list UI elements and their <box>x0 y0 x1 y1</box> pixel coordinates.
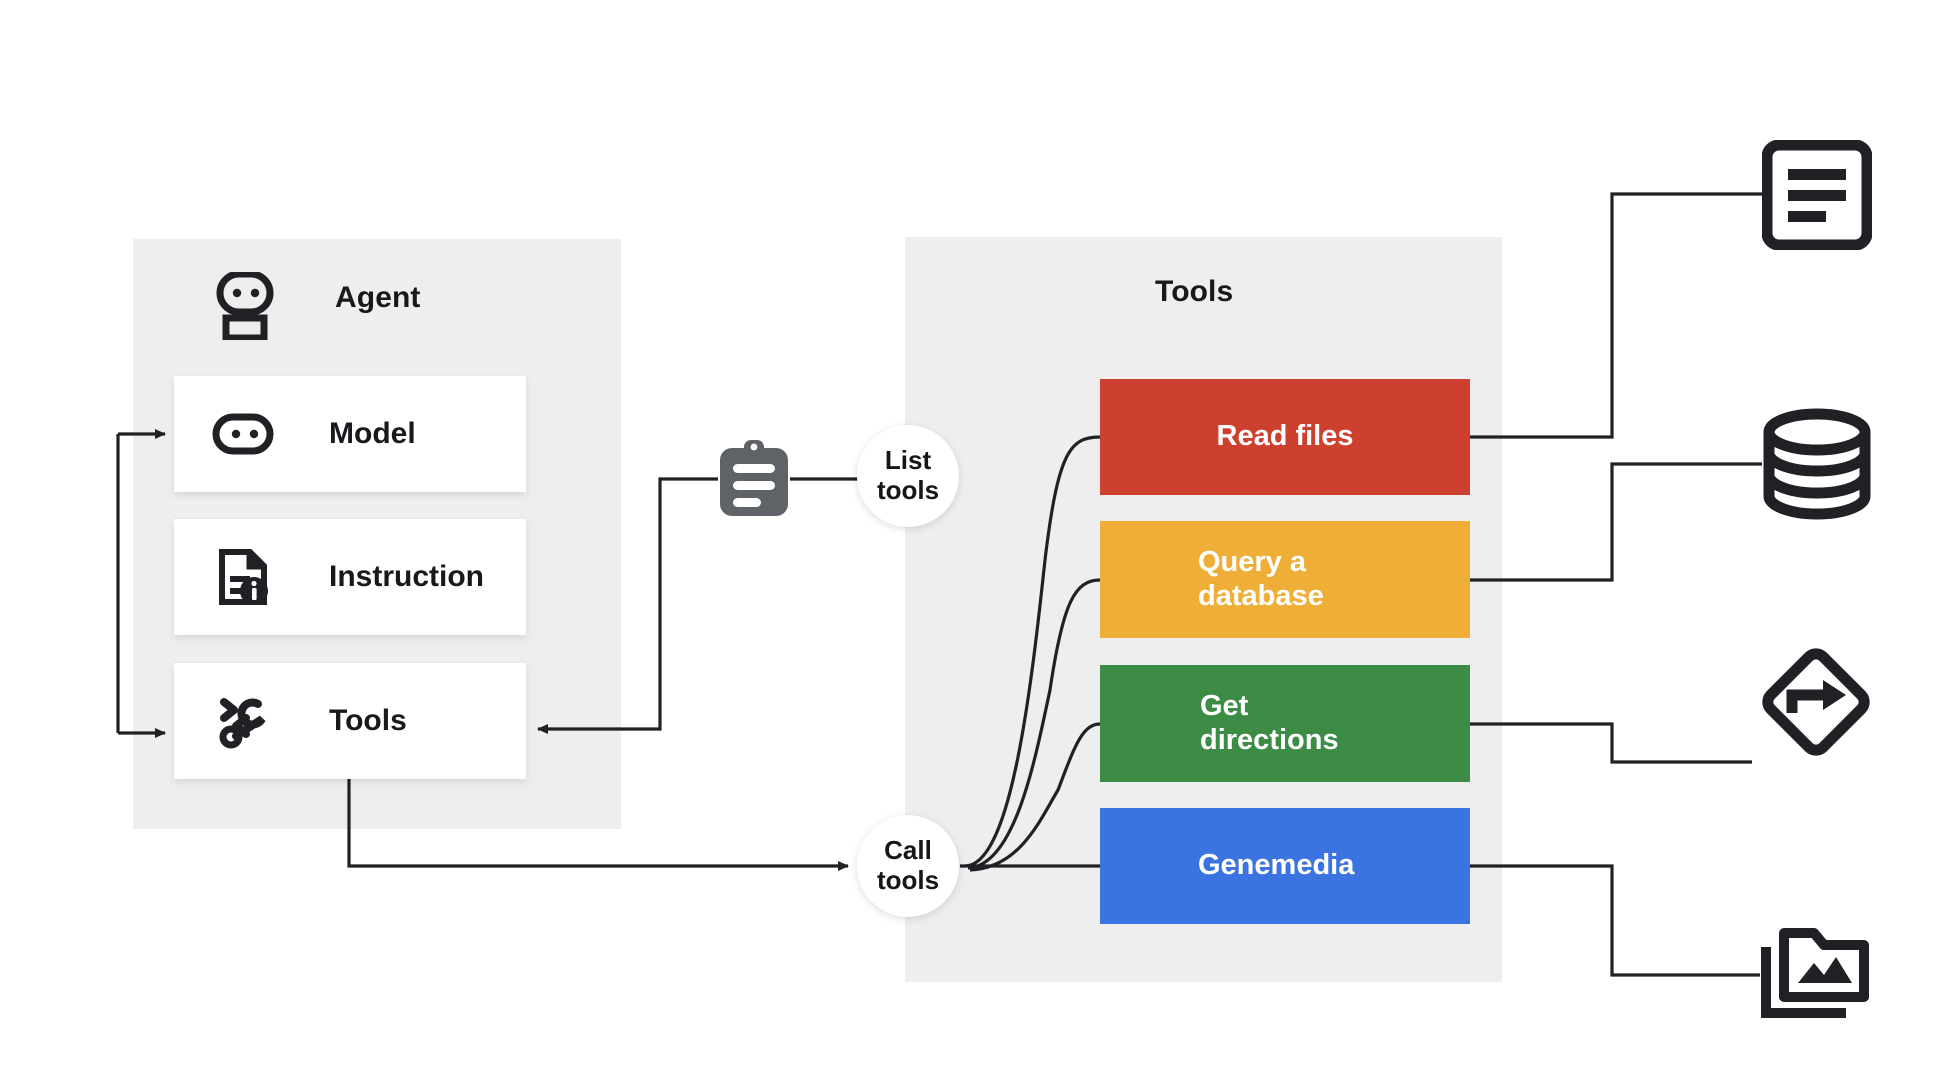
agent-card-instruction[interactable]: Instruction <box>174 519 526 635</box>
wire-query-db-to-database <box>1470 462 1762 582</box>
model-capsule-icon <box>212 403 274 465</box>
node-call-tools[interactable]: Call tools <box>857 815 959 917</box>
clipboard-icon <box>718 440 790 518</box>
tool-box-read-files-label: Read files <box>1216 420 1354 453</box>
database-icon <box>1762 408 1872 520</box>
agent-card-tools[interactable]: Tools <box>174 663 526 779</box>
node-call-tools-label: Call tools <box>876 835 940 895</box>
tool-box-get-directions[interactable]: Get directions <box>1100 665 1470 782</box>
node-list-tools-label: List tools <box>876 445 940 505</box>
tool-box-query-database-label: Query a database <box>1198 545 1324 612</box>
tool-box-get-directions-label: Get directions <box>1200 689 1339 756</box>
wire-read-files-to-document <box>1470 192 1762 439</box>
wire-genemedia-to-media-folder <box>1470 864 1760 977</box>
wire-get-directions-to-sign <box>1470 722 1752 764</box>
tools-title: Tools <box>1155 275 1234 308</box>
tool-box-read-files[interactable]: Read files <box>1100 379 1470 495</box>
agent-card-instruction-label: Instruction <box>329 560 484 593</box>
agent-card-model-label: Model <box>329 417 416 450</box>
agent-robot-icon <box>212 270 278 342</box>
tool-box-genemedia[interactable]: Genemedia <box>1100 808 1470 924</box>
agent-card-tools-label: Tools <box>329 704 407 737</box>
wrench-chevrons-icon <box>212 690 274 752</box>
agent-card-model[interactable]: Model <box>174 376 526 492</box>
agent-title: Agent <box>335 281 421 314</box>
media-folder-icon <box>1758 925 1874 1029</box>
tool-box-query-database[interactable]: Query a database <box>1100 521 1470 638</box>
tool-box-genemedia-label: Genemedia <box>1198 849 1355 882</box>
document-lines-icon <box>1761 139 1873 251</box>
node-list-tools[interactable]: List tools <box>857 425 959 527</box>
document-info-icon <box>212 546 274 608</box>
directions-sign-icon <box>1754 640 1878 764</box>
